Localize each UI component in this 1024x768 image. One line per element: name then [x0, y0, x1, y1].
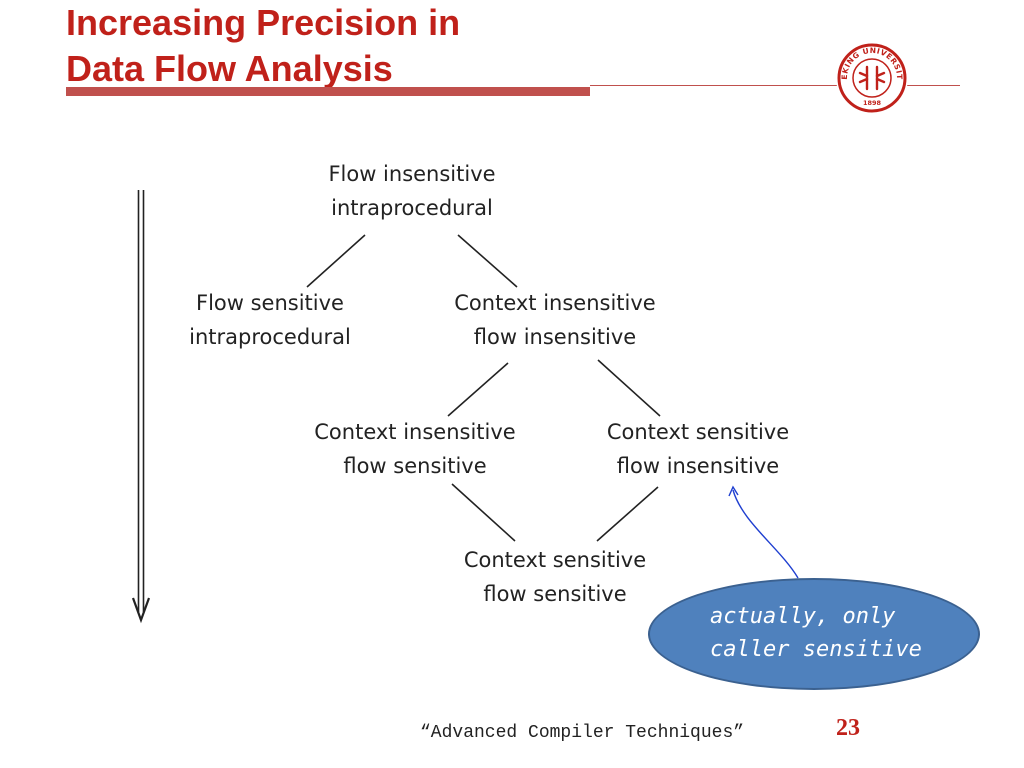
- edge-ci-fs-to-cs-fs: [451, 483, 516, 542]
- edge-top-to-fs-intra: [306, 234, 366, 288]
- edge-cs-fi-to-cs-fs: [596, 486, 659, 542]
- slide-title: Increasing Precision in Data Flow Analys…: [66, 0, 460, 92]
- node-line: Flow insensitive: [328, 162, 496, 186]
- callout-pointer-head: [728, 485, 739, 497]
- node-line: Context sensitive: [463, 548, 647, 572]
- node-flow-insensitive-intraprocedural: Flow insensitive intraprocedural: [282, 157, 542, 225]
- node-line: flow sensitive: [343, 454, 487, 478]
- node-line: Context sensitive: [606, 420, 790, 444]
- peking-university-seal-icon: PEKING UNIVERSITY 1898: [832, 35, 908, 114]
- node-flow-sensitive-intraprocedural: Flow sensitive intraprocedural: [150, 286, 390, 354]
- title-underline-thick: [66, 87, 590, 96]
- page-number: 23: [836, 715, 860, 741]
- slide-title-line-2: Data Flow Analysis: [66, 48, 393, 89]
- seal-year: 1898: [863, 99, 882, 107]
- node-context-insensitive-flow-insensitive: Context insensitive flow insensitive: [420, 286, 690, 354]
- node-line: intraprocedural: [189, 325, 351, 349]
- node-context-sensitive-flow-insensitive: Context sensitive flow insensitive: [568, 415, 828, 483]
- slide-title-line-1: Increasing Precision in: [66, 2, 461, 43]
- node-line: Flow sensitive: [196, 291, 344, 315]
- callout-ellipse: [648, 578, 980, 690]
- edge-ci-fi-to-ci-fs: [447, 362, 509, 417]
- edge-ci-fi-to-cs-fi: [597, 359, 661, 417]
- node-line: intraprocedural: [331, 196, 493, 220]
- title-underline-thin: [590, 85, 960, 86]
- callout-line-1: actually, only: [710, 604, 896, 629]
- node-line: Context insensitive: [454, 291, 656, 315]
- node-line: Context insensitive: [314, 420, 516, 444]
- node-line: flow insensitive: [616, 454, 780, 478]
- node-context-insensitive-flow-sensitive: Context insensitive flow sensitive: [280, 415, 550, 483]
- node-line: flow sensitive: [483, 582, 627, 606]
- footer-course-title: “Advanced Compiler Techniques”: [420, 723, 745, 743]
- node-line: flow insensitive: [473, 325, 637, 349]
- callout-pointer: [732, 489, 799, 579]
- callout-text: actually, only caller sensitive: [710, 600, 922, 666]
- node-context-sensitive-flow-sensitive: Context sensitive flow sensitive: [420, 543, 690, 611]
- callout-line-2: caller sensitive: [710, 637, 922, 662]
- precision-arrow: [131, 190, 151, 624]
- edge-top-to-ci-fi: [457, 234, 518, 288]
